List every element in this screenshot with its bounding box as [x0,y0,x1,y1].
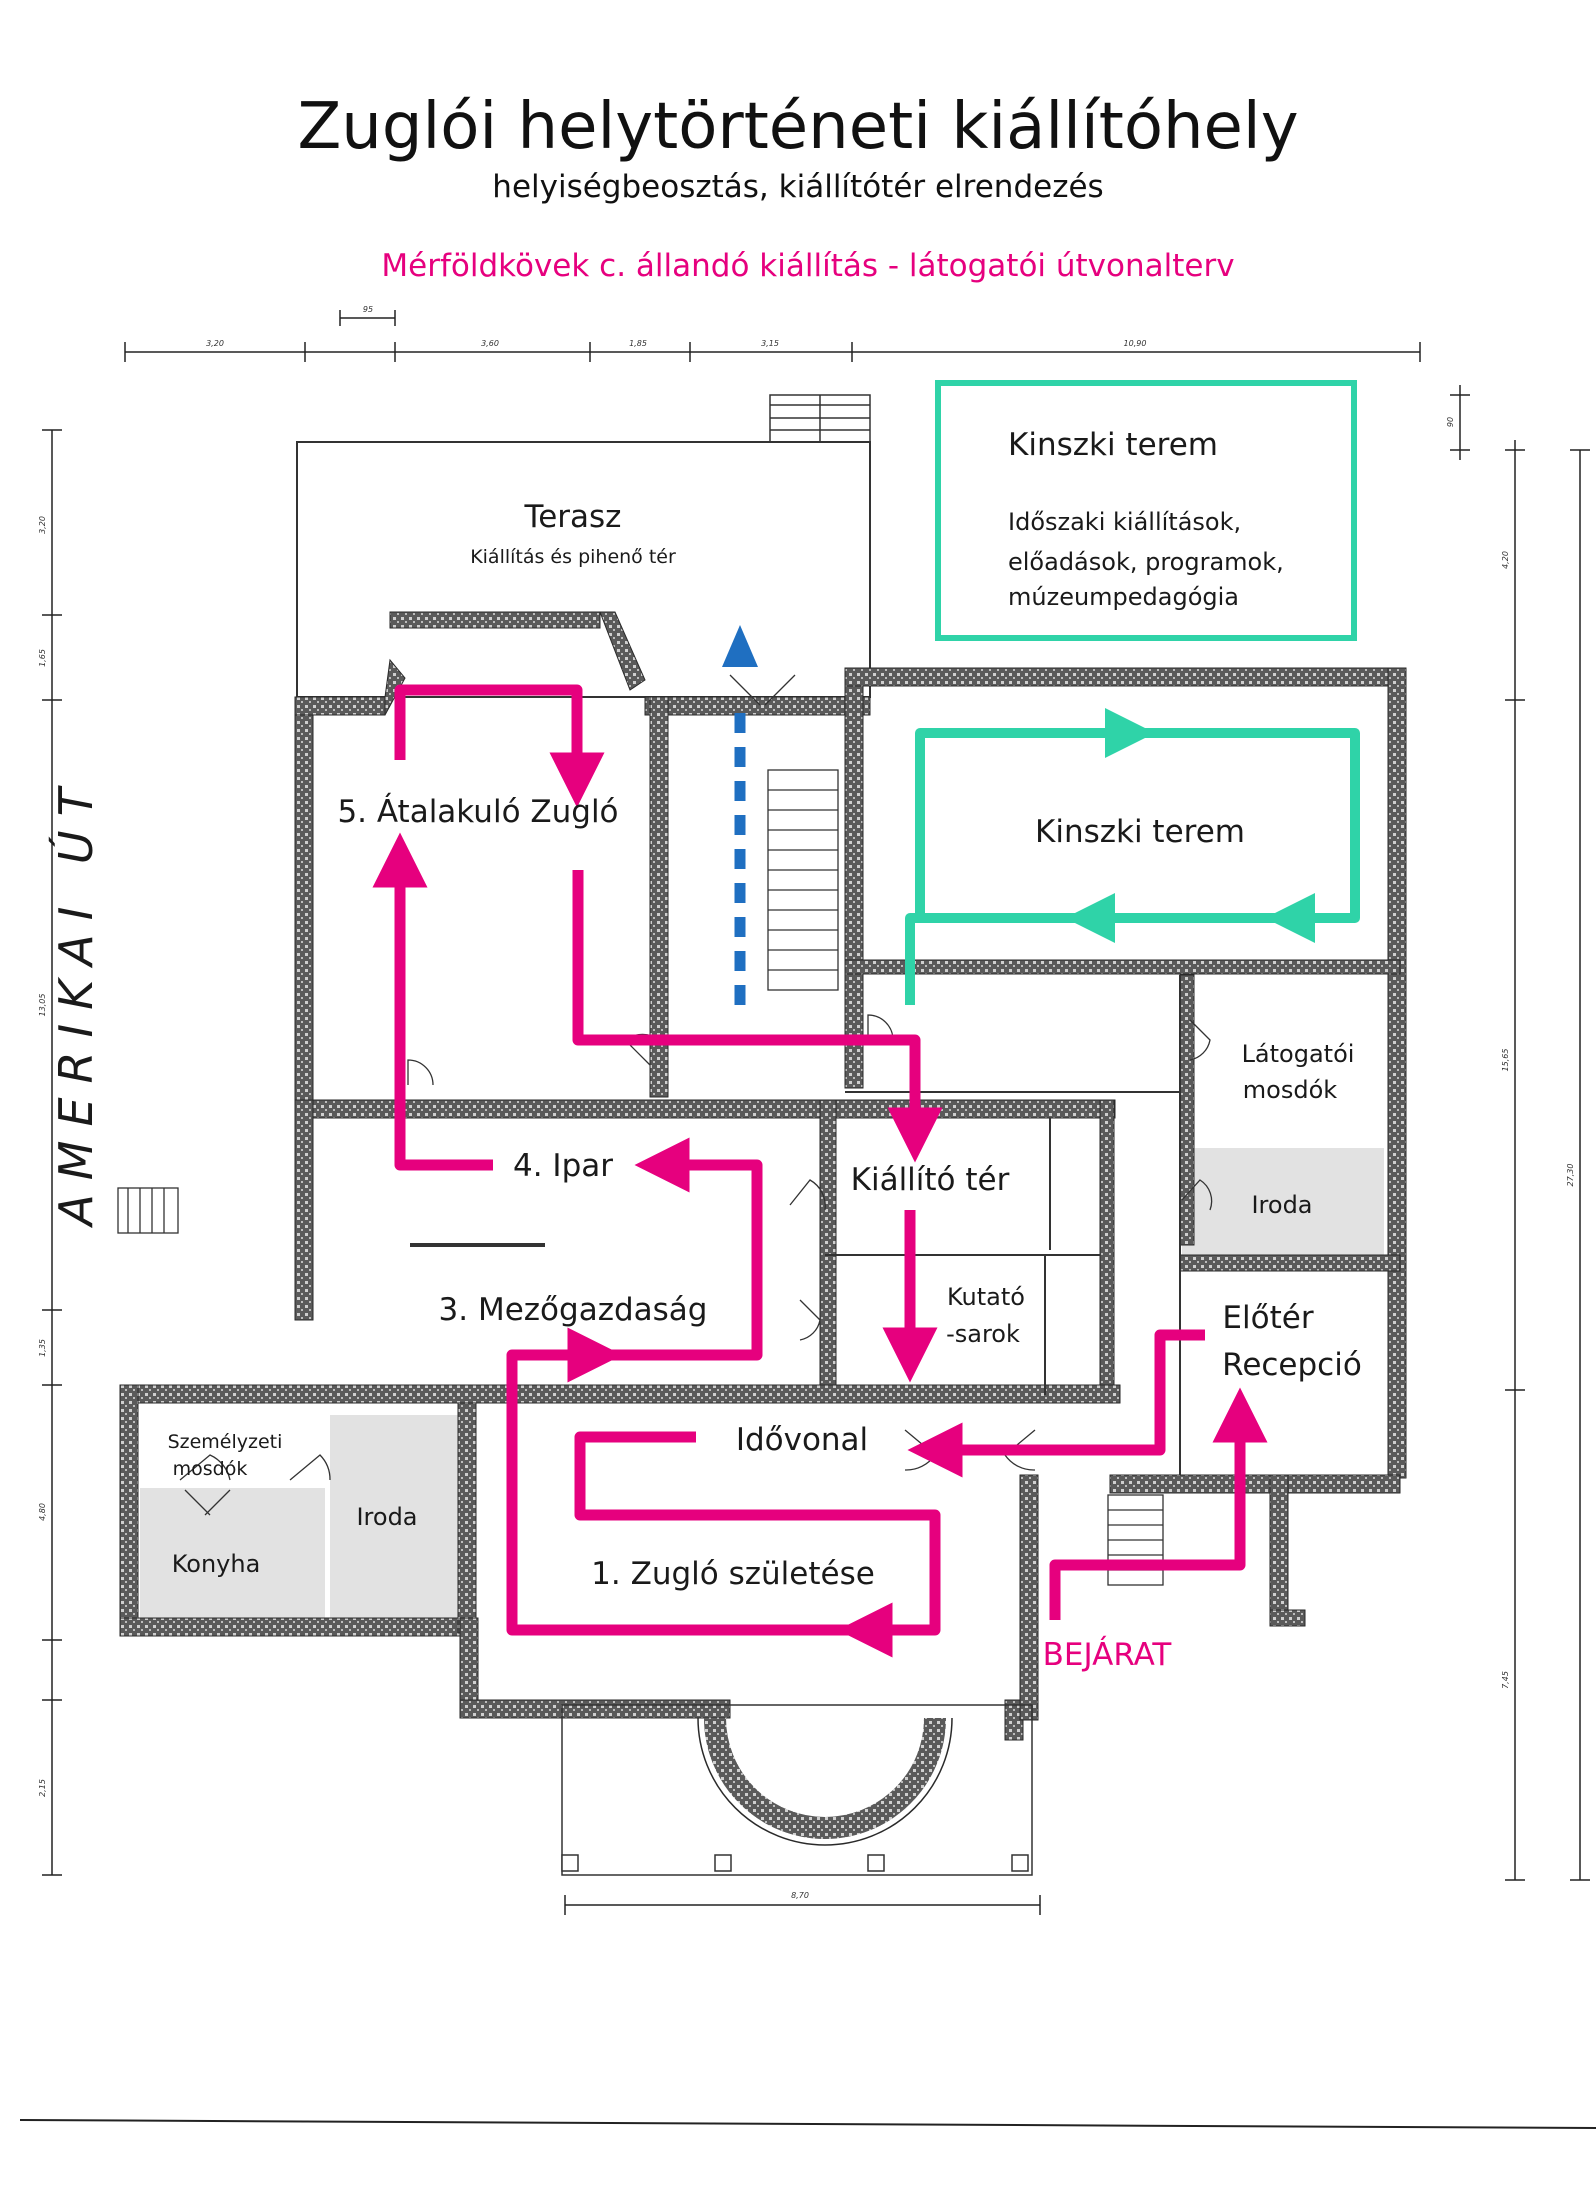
porch [561,1704,1033,1876]
kinszki-route [905,708,1360,1005]
visitor-route [372,684,1268,1658]
left-stair [117,1187,179,1234]
route-title: Mérföldkövek c. állandó kiállítás - láto… [381,248,1234,284]
street-name: AMERIKAI ÚT [49,774,103,1228]
dimension-lines [19,310,1596,2129]
dim-bottom-1: 8,70 [791,1891,809,1900]
label-kutato-1: Kutató [947,1283,1025,1311]
label-bejarat: BEJÁRAT [1043,1637,1173,1673]
dim-right-3: 15,65 [1501,1049,1510,1072]
apse-wall [704,1717,946,1839]
dim-right-1: 90 [1446,417,1455,427]
kinszki-info-line-3: múzeumpedagógia [1008,583,1239,611]
dim-top-small: 95 [363,305,373,314]
label-latogatoi-2: mosdók [1243,1076,1337,1104]
dim-left-2: 1,65 [38,649,47,667]
kinszki-info-line-2: előadások, programok, [1008,548,1284,576]
label-ipar: 4. Ipar [513,1148,613,1184]
office-right-room [1182,1148,1384,1258]
label-szemelyzeti-2: mosdók [173,1458,248,1480]
label-konyha: Konyha [172,1550,261,1578]
label-idovonal: Idővonal [736,1422,868,1458]
partitions [410,975,1181,1475]
exit-arrowhead [722,625,758,667]
dim-left-1: 3,20 [38,516,47,534]
label-kiallito-ter: Kiállító tér [851,1162,1010,1198]
dim-top-5: 10,90 [1124,339,1147,348]
dim-left-4: 1,35 [38,1339,47,1357]
route-reception-timeline [907,1329,1205,1478]
route-room5-top [394,684,605,808]
kinszki-info-line-1: Időszaki kiállítások, [1008,508,1241,536]
label-eloter: Előtér [1222,1300,1313,1336]
route-room3-room4 [595,1137,763,1361]
label-iroda-right: Iroda [1251,1191,1312,1219]
kinszki-info-box [935,380,1357,641]
entrance-stair [1107,1494,1164,1586]
label-zuglo-szuletese: 1. Zugló születése [591,1556,875,1592]
apse-outline [697,1717,953,1846]
office-left-room [330,1415,460,1618]
kitchen-room [140,1488,325,1618]
dim-right-4: 27,30 [1566,1164,1575,1187]
dim-top-2: 3,60 [481,339,499,348]
label-terasz: Terasz [524,499,622,535]
label-kinszki-terem: Kinszki terem [1035,814,1245,850]
building [117,394,1407,1876]
route-entrance-reception [1049,1387,1268,1620]
page-title: Zuglói helytörténeti kiállítóhely [297,90,1298,164]
dim-right-2: 4,20 [1501,551,1510,569]
label-recepcio: Recepció [1222,1347,1362,1383]
label-kutato-2: -sarok [946,1320,1020,1348]
staff-wc-room [140,1415,325,1485]
dim-right-5: 7,45 [1501,1671,1510,1689]
label-iroda-left: Iroda [356,1503,417,1531]
dim-top-1: 3,20 [206,339,224,348]
route-timeline-hook [574,1431,941,1658]
dim-top-4: 3,15 [761,339,779,348]
route-room4-room5 [372,832,493,1171]
dim-left-3: 13,05 [38,994,47,1017]
kinszki-loop [905,728,1360,1005]
page-subtitle: helyiségbeosztás, kiállítótér elrendezés [492,169,1103,205]
central-stair [767,769,839,991]
dim-top-3: 1,85 [629,339,647,348]
label-terasz-sub: Kiállítás és pihenő tér [470,546,676,568]
route-room5-exhibition [572,870,943,1163]
kinszki-info-heading: Kinszki terem [1008,427,1218,463]
top-stair [769,394,871,443]
label-latogatoi-1: Látogatói [1242,1040,1355,1068]
terrace-outline [296,441,871,698]
dim-left-5: 4,80 [38,1503,47,1521]
label-atalakulo-zuglo: 5. Átalakuló Zugló [337,794,618,830]
label-mezogazdasag: 3. Mezőgazdaság [439,1292,708,1328]
label-szemelyzeti-1: Személyzeti [168,1431,283,1453]
route-room1-room3 [506,1327,865,1636]
dim-left-6: 2,15 [38,1779,47,1797]
terrace-exit-route [722,625,758,1005]
